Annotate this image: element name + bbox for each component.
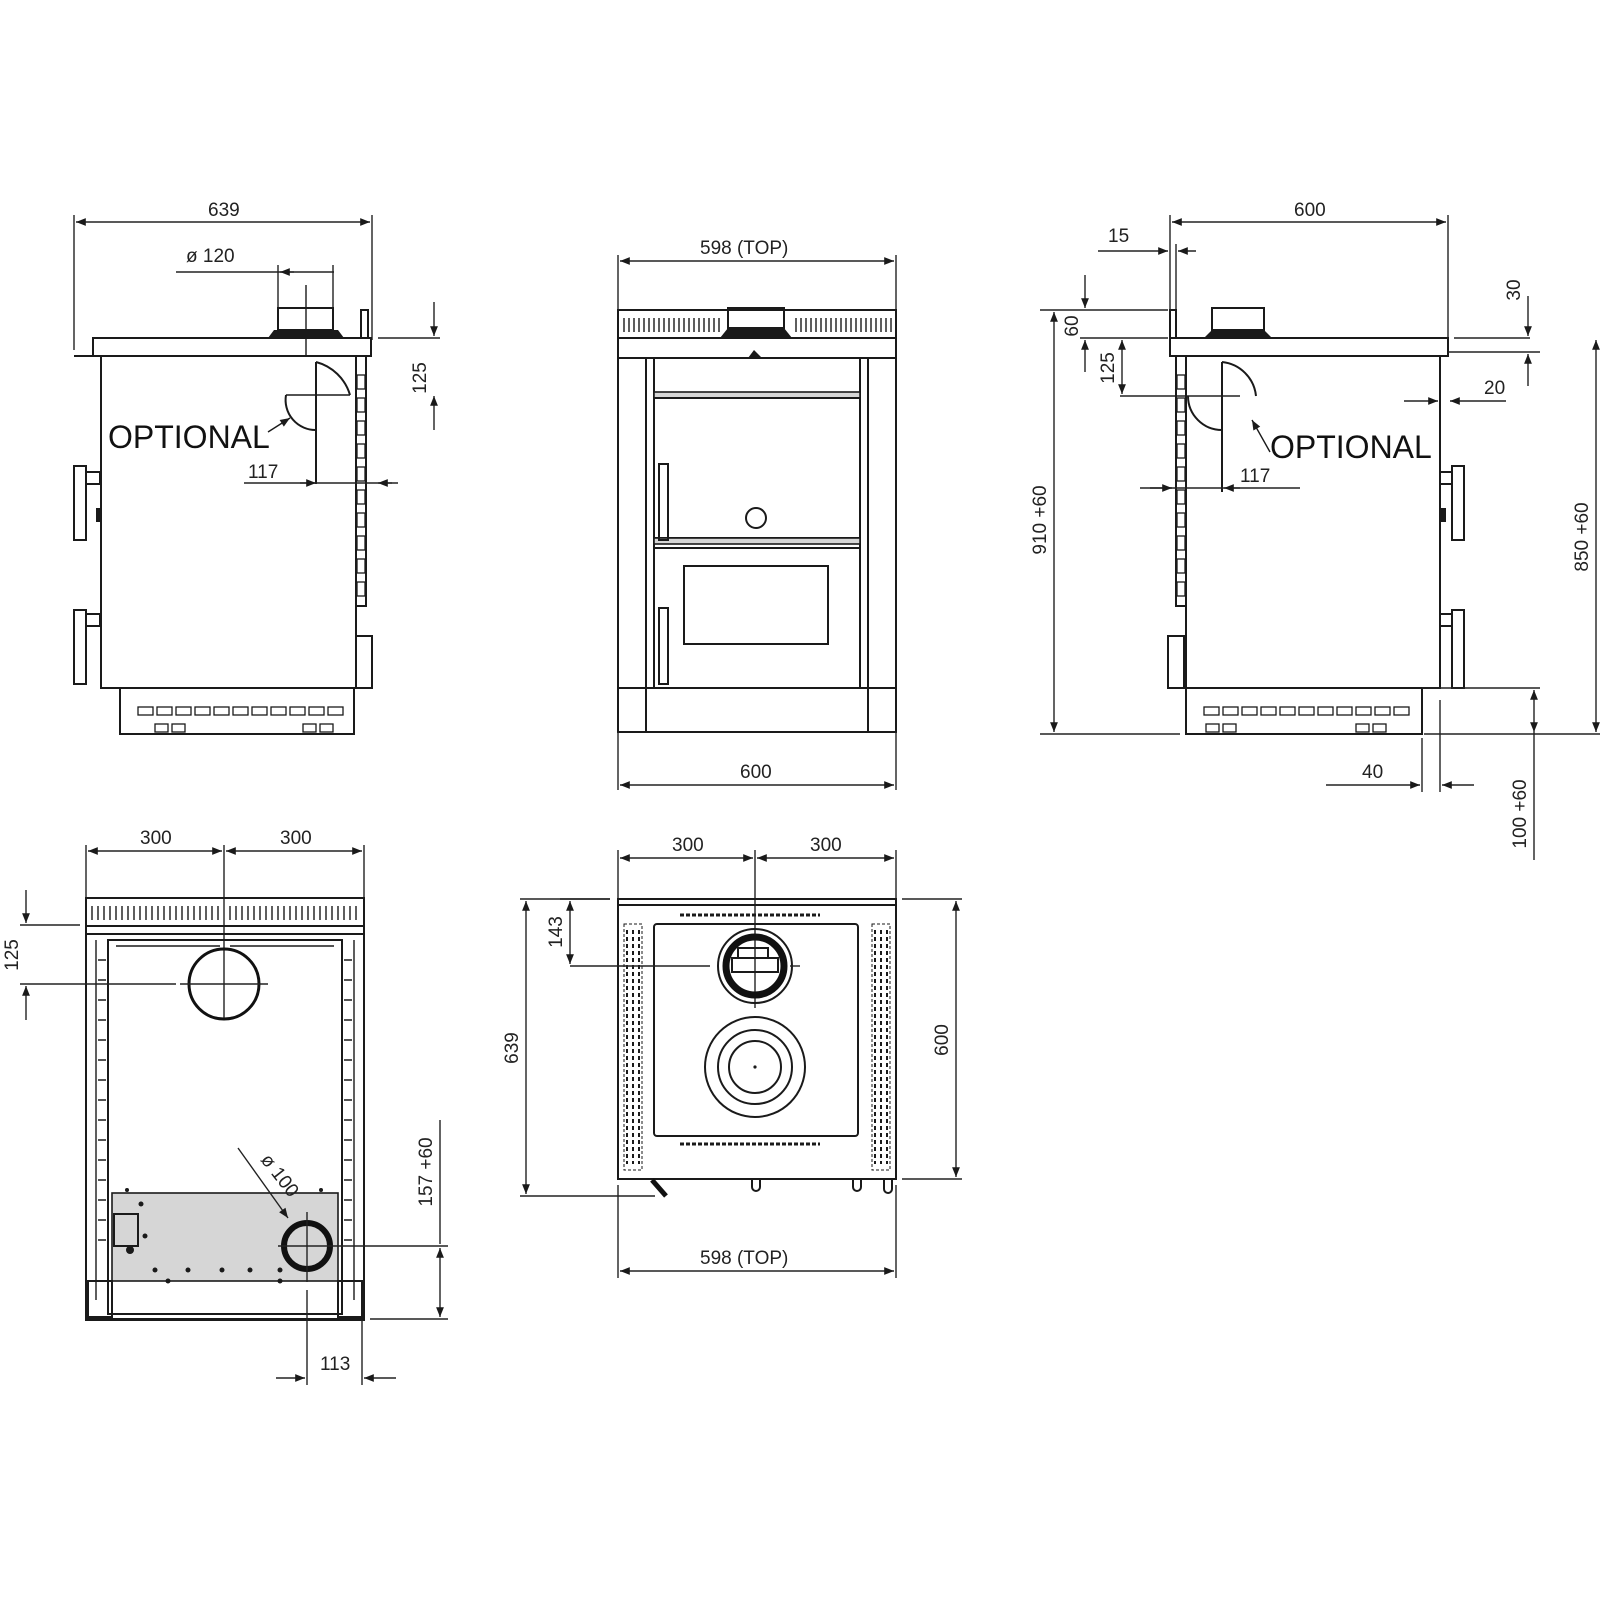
front-view: 598 (TOP) 600: [617, 238, 897, 790]
dim-117-right: 117: [1240, 466, 1270, 487]
dim-125-rear: 125: [2, 939, 23, 971]
oven-window: [683, 565, 829, 645]
dim-flue-diameter: ø 120: [186, 246, 235, 267]
optional-label-left: OPTIONAL: [108, 419, 270, 455]
dim-639-top: 639: [502, 1032, 523, 1064]
top-grille: [623, 318, 892, 332]
right-side-view: 600 15 60 125 30 20: [1030, 200, 1600, 860]
dim-598-top-front: 598 (TOP): [700, 238, 788, 259]
dim-15: 15: [1108, 226, 1129, 247]
hob-side-vents: [623, 913, 891, 1171]
hotplate-icon: [704, 1016, 806, 1118]
dim-598-top-plan: 598 (TOP): [700, 1248, 788, 1269]
knob-icon: [745, 507, 767, 529]
dim-910: 910 +60: [1030, 485, 1051, 554]
dim-639: 639: [208, 200, 240, 221]
dim-117-left: 117: [248, 462, 278, 483]
dim-113: 113: [320, 1354, 350, 1375]
dim-600-top: 600: [932, 1024, 953, 1056]
dim-100: 100 +60: [1510, 779, 1531, 848]
side-rail-slots-right: [1176, 374, 1186, 597]
dim-40: 40: [1362, 762, 1383, 783]
dim-850: 850 +60: [1572, 502, 1593, 571]
top-view: 300 300: [502, 835, 962, 1278]
dim-300-rear-left: 300: [140, 828, 172, 849]
plinth-vents: [137, 706, 344, 733]
left-side-view: 639 ø 120 125: [73, 200, 440, 735]
dim-30: 30: [1504, 279, 1525, 300]
dim-300-top-right: 300: [810, 835, 842, 856]
dim-20: 20: [1484, 378, 1505, 399]
dim-157: 157 +60: [416, 1137, 437, 1206]
handle-icon: [73, 465, 102, 685]
rear-view: 300 300 125: [2, 828, 448, 1385]
dim-600-front: 600: [740, 762, 772, 783]
dim-125-left: 125: [410, 362, 431, 394]
optional-label-right: OPTIONAL: [1270, 429, 1432, 465]
dim-143: 143: [546, 916, 567, 948]
dim-600-right: 600: [1294, 200, 1326, 221]
dim-300-rear-right: 300: [280, 828, 312, 849]
dim-125-right: 125: [1098, 352, 1119, 384]
plinth-vents-right: [1203, 706, 1410, 733]
handle-icon-right: [1439, 465, 1465, 689]
dim-60-rail: 60: [1062, 315, 1083, 336]
side-rail-slots: [356, 374, 366, 597]
dim-300-top-left: 300: [672, 835, 704, 856]
